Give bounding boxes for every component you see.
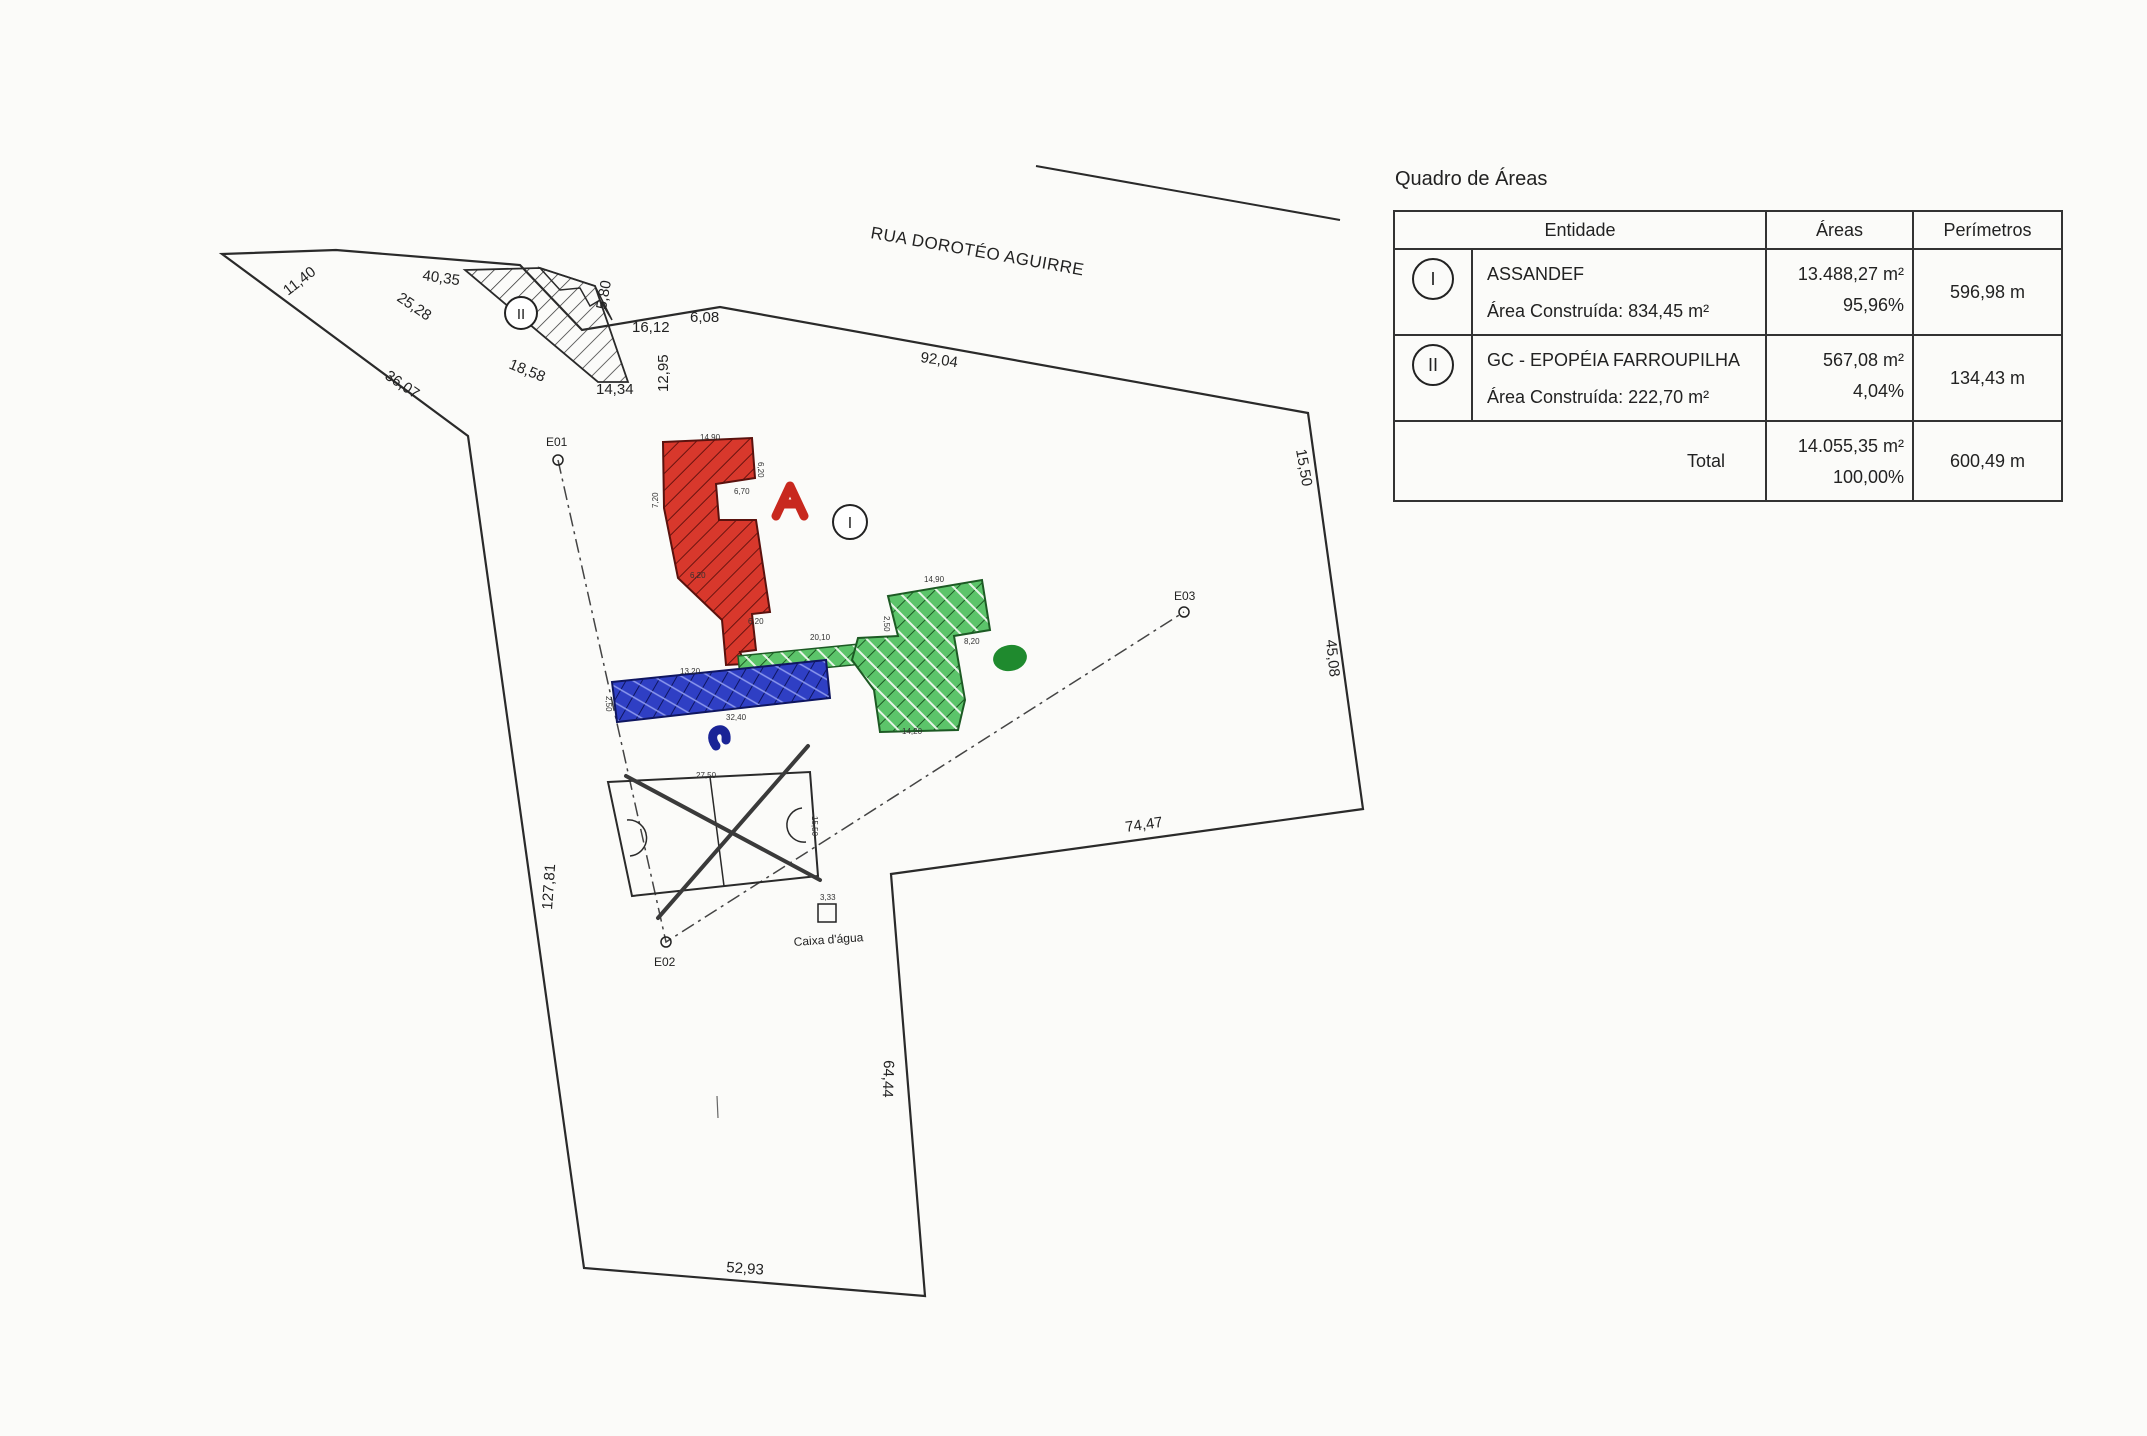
dim-1140: 11,40	[280, 263, 319, 299]
street-edge-line	[1035, 165, 1341, 221]
lot-i-badge: I	[1412, 258, 1454, 300]
dim-2528: 25,28	[394, 289, 435, 324]
dim-12781: 127,81	[539, 863, 559, 910]
lot-ii-badge: II	[1412, 344, 1454, 386]
field-goal-left	[626, 819, 648, 857]
row-area-cell: 567,08 m² 4,04%	[1765, 334, 1914, 422]
entity-name: GC - EPOPÉIA FARROUPILHA	[1487, 350, 1741, 370]
building-b	[850, 578, 992, 734]
field-cross-2	[656, 744, 810, 920]
building-a-letter	[771, 481, 809, 521]
survey-label-e02: E02	[654, 955, 676, 969]
dim-1858: 18,58	[507, 356, 548, 386]
entity-area: 13.488,27 m²	[1797, 264, 1904, 284]
entity-built-area: Área Construída: 222,70 m²	[1487, 387, 1710, 407]
lot-ii-marker-label: II	[517, 306, 525, 323]
entity-name: ASSANDEF	[1487, 264, 1585, 284]
survey-label-e03: E03	[1174, 589, 1196, 603]
total-label: Total	[1393, 420, 1767, 502]
traverse-line	[557, 459, 1185, 944]
dim-c-bot: 32,40	[726, 713, 747, 722]
table-row: II GC - EPOPÉIA FARROUPILHA Área Constru…	[1393, 334, 2063, 422]
total-perimeter: 600,49 m	[1912, 420, 2063, 502]
dim-a-r1: 6,20	[756, 462, 765, 478]
water-tank-label: Caixa d'água	[793, 930, 864, 949]
total-area-cell: 14.055,35 m² 100,00%	[1765, 420, 1914, 502]
dim-a-b: 6,20	[748, 617, 764, 626]
dim-c-top: 13,20	[680, 667, 701, 676]
survey-point-e03	[1178, 606, 1190, 618]
dim-b-r: 8,20	[964, 637, 980, 646]
header-entidade: Entidade	[1393, 210, 1767, 250]
field-cross-1	[624, 774, 822, 882]
entity-area: 567,08 m²	[1822, 350, 1904, 370]
water-tank	[817, 903, 837, 923]
dim-a-m: 6,20	[690, 571, 706, 580]
survey-point-e01	[552, 454, 564, 466]
row-entity-cell: ASSANDEF Área Construída: 834,45 m²	[1471, 248, 1767, 336]
dim-1550: 15,50	[1292, 448, 1315, 488]
lot-ii-area	[462, 267, 630, 383]
survey-label-e01: E01	[546, 435, 568, 449]
dim-b-bot: 14,20	[902, 727, 923, 736]
dim-3607: 36,07	[382, 367, 423, 402]
building-c-letter	[708, 725, 731, 751]
entity-built-area: Área Construída: 834,45 m²	[1487, 301, 1710, 321]
lot-i-marker	[832, 504, 868, 540]
dim-5293: 52,93	[726, 1259, 765, 1279]
row-icon-cell: I	[1393, 248, 1473, 336]
building-b-letter	[993, 644, 1027, 672]
header-areas: Áreas	[1765, 210, 1914, 250]
row-entity-cell: GC - EPOPÉIA FARROUPILHA Área Construída…	[1471, 334, 1767, 422]
dim-field-r: 15,50	[810, 816, 819, 837]
building-a	[661, 436, 772, 667]
dim-c-l: 2,50	[604, 696, 613, 712]
survey-point-e02	[660, 936, 672, 948]
entity-percent: 95,96%	[1842, 295, 1904, 315]
total-percent: 100,00%	[1832, 467, 1904, 487]
table-row-total: Total 14.055,35 m² 100,00% 600,49 m	[1393, 420, 2063, 502]
building-c	[610, 658, 832, 724]
dim-a-top: 14,90	[700, 433, 721, 442]
dim-field-top: 27,50	[696, 771, 717, 780]
field-goal-right	[786, 807, 807, 843]
dim-1295: 12,95	[655, 354, 672, 392]
entity-perimeter: 596,98 m	[1912, 248, 2063, 336]
dim-4035: 40,35	[421, 267, 461, 289]
areas-table-header: Entidade Áreas Perímetros	[1393, 210, 2063, 250]
areas-table: Entidade Áreas Perímetros I ASSANDEF Áre…	[1393, 210, 2063, 502]
dim-6444: 64,44	[879, 1060, 897, 1098]
dim-b-top: 14,90	[924, 575, 945, 584]
entity-percent: 4,04%	[1852, 381, 1904, 401]
table-row: I ASSANDEF Área Construída: 834,45 m² 13…	[1393, 248, 2063, 336]
row-icon-cell: II	[1393, 334, 1473, 422]
lot-i-marker-label: I	[848, 515, 852, 532]
total-area: 14.055,35 m²	[1797, 436, 1904, 456]
dim-1434: 14,34	[596, 381, 634, 398]
dim-608: 6,08	[690, 309, 719, 326]
dim-caixa: 3,33	[820, 893, 836, 902]
field-midline	[709, 776, 725, 887]
dim-4508: 45,08	[1322, 639, 1343, 678]
dim-1612: 16,12	[632, 319, 670, 336]
quadro-title: Quadro de Áreas	[1395, 168, 1548, 190]
dim-580: 5,80	[593, 279, 615, 311]
row-area-cell: 13.488,27 m² 95,96%	[1765, 248, 1914, 336]
dim-7447: 74,47	[1124, 814, 1164, 836]
dim-corridor: 20,10	[810, 633, 831, 642]
entity-perimeter: 134,43 m	[1912, 334, 2063, 422]
dim-9204: 92,04	[919, 349, 959, 371]
header-perimetros: Perímetros	[1912, 210, 2063, 250]
street-name: RUA DOROTÉO AGUIRRE	[869, 223, 1085, 279]
dim-a-r2: 6,70	[734, 487, 750, 496]
stray-mark	[716, 1095, 719, 1119]
dim-a-l: 7,20	[651, 492, 660, 508]
lot-ii-marker	[504, 296, 538, 330]
lot-ii-steps	[537, 266, 613, 321]
dim-b-l: 2,50	[882, 616, 891, 632]
lot-i-boundary	[218, 248, 1365, 1298]
sports-field	[606, 770, 820, 898]
